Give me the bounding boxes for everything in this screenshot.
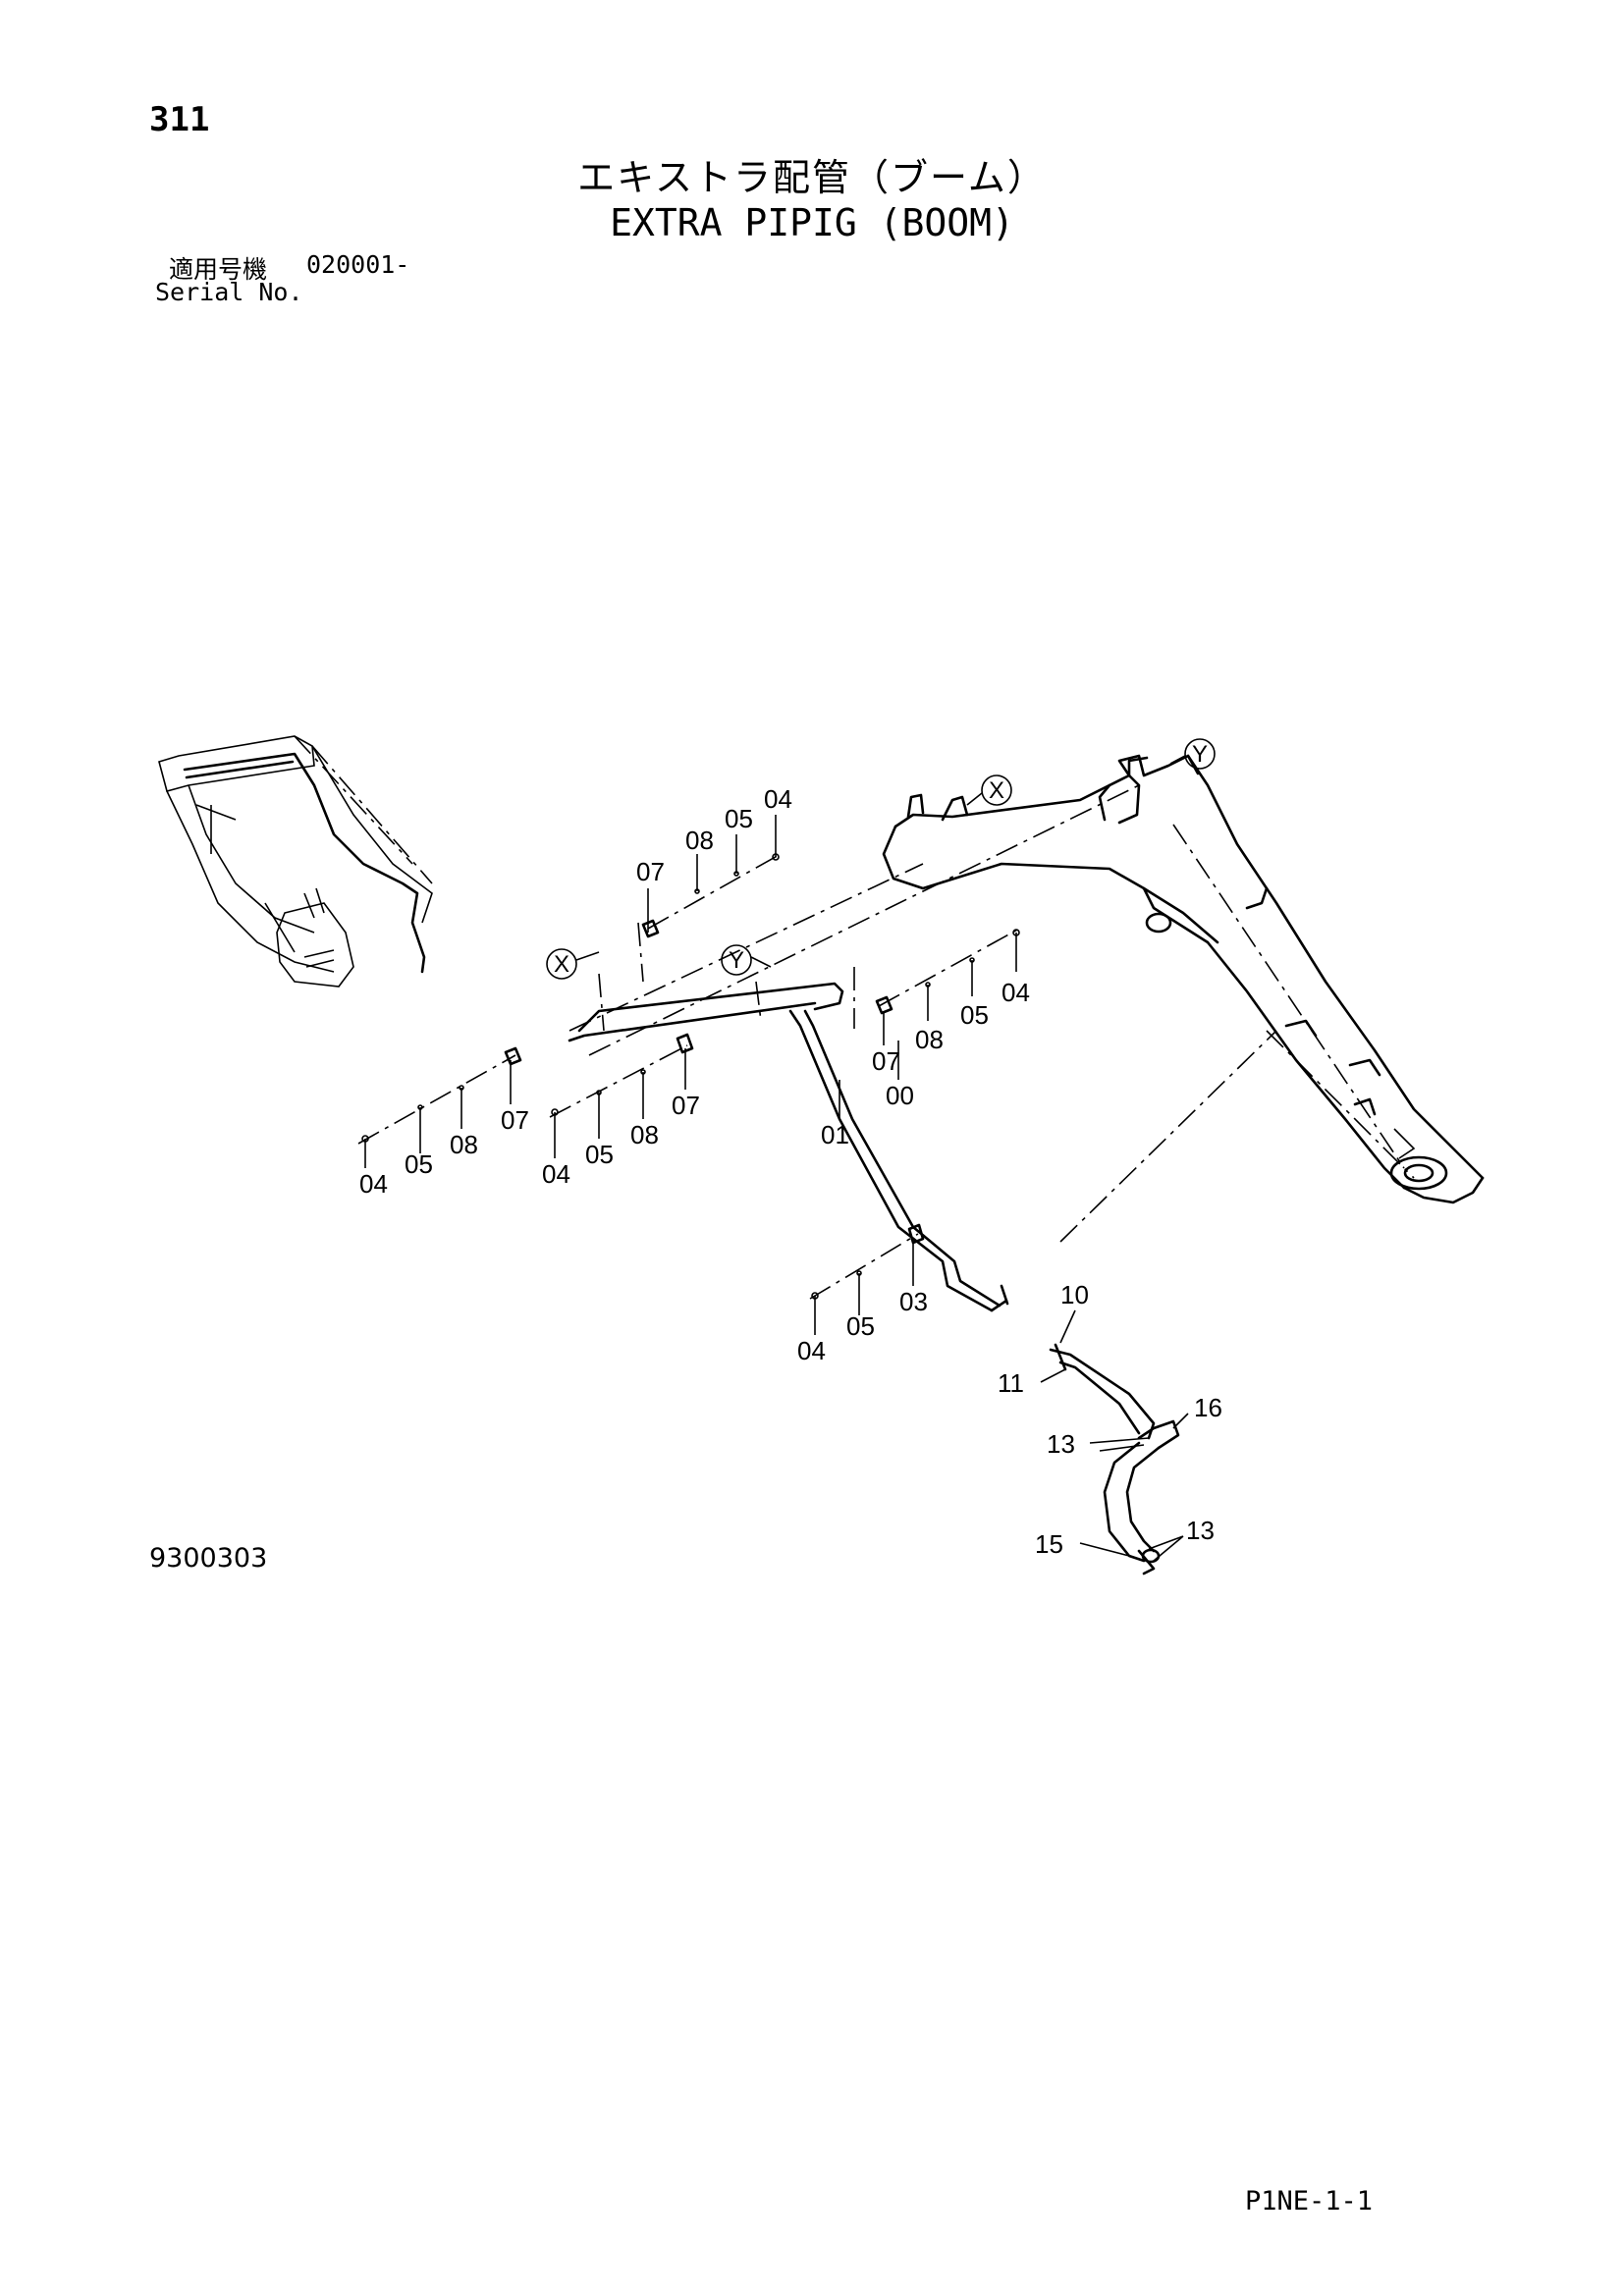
- callout-07: 07: [672, 1091, 700, 1120]
- clamp-parts: [357, 853, 1022, 1300]
- callout-05: 05: [405, 1149, 433, 1179]
- callout-05: 05: [585, 1140, 614, 1169]
- overview-thumbnail: [158, 735, 433, 988]
- callout-07: 07: [872, 1046, 900, 1076]
- view-marker-x-pipe: X: [546, 948, 600, 980]
- serial-value: 020001-: [306, 250, 410, 279]
- callout-13: 13: [1047, 1429, 1075, 1459]
- svg-text:X: X: [554, 951, 569, 978]
- callout-08: 08: [685, 826, 714, 855]
- callout-07: 07: [636, 857, 665, 886]
- page-reference: P1NE-1-1: [1245, 2186, 1374, 2216]
- view-marker-y-boom: Y: [1169, 738, 1216, 770]
- view-marker-x-boom: X: [966, 774, 1012, 806]
- svg-text:X: X: [989, 777, 1004, 804]
- boom: [882, 754, 1485, 1204]
- callout-01: 01: [821, 1120, 849, 1149]
- callout-05: 05: [846, 1311, 875, 1341]
- callout-08: 08: [630, 1120, 659, 1149]
- page-number: 311: [149, 100, 210, 139]
- serial-label-english: Serial No.: [155, 278, 303, 306]
- callout-13: 13: [1186, 1516, 1215, 1545]
- callout-08: 08: [450, 1130, 478, 1159]
- callout-00: 00: [886, 1081, 914, 1110]
- callout-04: 04: [359, 1169, 388, 1199]
- drawing-number: 9300303: [149, 1543, 268, 1574]
- leader-lines: [568, 784, 1415, 1243]
- svg-text:Y: Y: [1192, 741, 1208, 768]
- title-japanese: エキストラ配管（ブーム）: [577, 156, 1047, 199]
- callout-05: 05: [725, 804, 753, 833]
- callout-04: 04: [542, 1159, 570, 1189]
- callout-08: 08: [915, 1025, 944, 1054]
- callout-03: 03: [899, 1287, 928, 1316]
- callout-11: 11: [998, 1368, 1024, 1398]
- callout-labels: 04 05 08 07 04 05 08 07 07 08 05 04 07 0…: [359, 784, 1222, 1559]
- callout-04: 04: [1001, 978, 1030, 1007]
- title-english: EXTRA PIPIG (BOOM): [610, 201, 1014, 244]
- callout-leaders: [364, 815, 1189, 1562]
- serial-label-japanese: 適用号機: [169, 255, 268, 284]
- callout-05: 05: [960, 1000, 989, 1030]
- callout-15: 15: [1035, 1529, 1063, 1559]
- view-marker-y-pipe: Y: [721, 944, 772, 976]
- callout-10: 10: [1060, 1280, 1089, 1309]
- svg-text:Y: Y: [729, 947, 744, 974]
- callout-04: 04: [797, 1336, 826, 1365]
- callout-04: 04: [764, 784, 792, 814]
- callout-07: 07: [501, 1105, 529, 1135]
- callout-16: 16: [1194, 1393, 1222, 1422]
